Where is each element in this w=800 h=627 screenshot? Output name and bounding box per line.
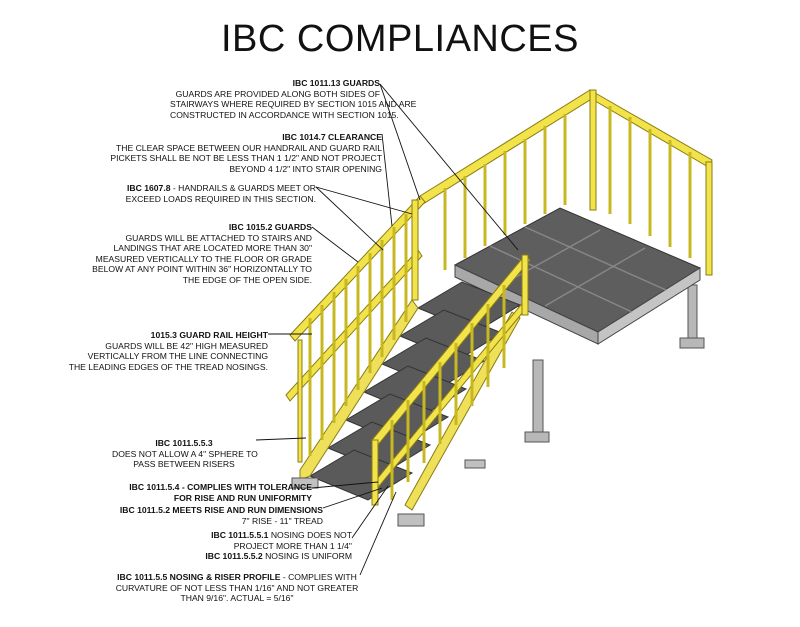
annotation-guards-1011-13: IBC 1011.13 GUARDS GUARDS ARE PROVIDED A…	[170, 78, 417, 120]
annotation-inline: - COMPLIES WITH	[280, 572, 357, 582]
annotation-heading: IBC 1011.5.5.3	[155, 438, 213, 448]
annotation-line: FOR RISE AND RUN UNIFORMITY	[173, 492, 312, 503]
annotation-line: GUARDS WILL BE ATTACHED TO STAIRS AND	[125, 232, 312, 243]
annotation-inline: - HANDRAILS & GUARDS MEET OR	[170, 183, 316, 193]
annotation-heading: IBC 1011.5.4 - COMPLIES WITH TOLERANCE	[129, 482, 312, 492]
annotation-line: LANDINGS THAT ARE LOCATED MORE THAN 30"	[113, 243, 312, 254]
annotation-line: GUARDS WILL BE 42" HIGH MEASURED	[105, 340, 268, 351]
platform-legs	[524, 284, 705, 443]
annotation-line: STAIRWAYS WHERE REQUIRED BY SECTION 1015…	[170, 99, 417, 110]
landing-grate	[453, 207, 702, 345]
annotation-line: THE CLEAR SPACE BETWEEN OUR HANDRAIL AND…	[116, 142, 382, 153]
annotation-guard-rail-height: 1015.3 GUARD RAIL HEIGHT GUARDS WILL BE …	[60, 330, 268, 372]
annotation-heading: IBC 1011.5.5.2	[205, 551, 263, 561]
annotation-heading: IBC 1011.5.5.1	[211, 530, 269, 540]
annotation-line: DOES NOT ALLOW A 4" SPHERE TO	[112, 448, 258, 459]
leader-lines	[255, 83, 519, 576]
annotation-line: GUARDS ARE PROVIDED ALONG BOTH SIDES OF	[175, 88, 380, 99]
annotation-inline: NOSING IS UNIFORM	[262, 551, 352, 561]
annotation-heading: IBC 1015.2 GUARDS	[228, 222, 312, 232]
annotation-line: THAN 9/16". ACTUAL = 5/16"	[180, 593, 294, 604]
annotation-line: THE LEADING EDGES OF THE TREAD NOSINGS.	[68, 361, 268, 372]
annotation-heading: IBC 1011.5.2 MEETS RISE AND RUN DIMENSIO…	[119, 505, 323, 515]
annotation-sphere-1011-5-5-3: IBC 1011.5.5.3 DOES NOT ALLOW A 4" SPHER…	[112, 438, 258, 470]
left-guard-pickets	[308, 214, 408, 456]
annotation-line: VERTICALLY FROM THE LINE CONNECTING	[87, 351, 268, 362]
landing-guard-pickets	[443, 106, 692, 270]
annotation-line: EXCEED LOADS REQUIRED IN THIS SECTION.	[125, 193, 316, 204]
annotation-line: BEYOND 4 1/2" INTO STAIR OPENING	[229, 163, 382, 174]
annotation-heading: IBC 1607.8	[127, 183, 171, 193]
annotation-line: CURVATURE OF NOT LESS THAN 1/16" AND NOT…	[115, 582, 359, 593]
annotation-loads-1607-8: IBC 1607.8 - HANDRAILS & GUARDS MEET OR …	[100, 183, 316, 204]
annotation-line: THE EDGE OF THE OPEN SIDE.	[182, 274, 312, 285]
annotation-heading: IBC 1011.13 GUARDS	[292, 78, 380, 88]
annotation-line: BELOW AT ANY POINT WITHIN 36" HORIZONTAL…	[92, 264, 312, 275]
annotation-line: 7" RISE - 11" TREAD	[241, 515, 323, 526]
annotation-inline: NOSING DOES NOT	[268, 530, 352, 540]
annotation-nosing-1011-5-5-1: IBC 1011.5.5.1 NOSING DOES NOT PROJECT M…	[150, 530, 352, 551]
annotation-heading: IBC 1011.5.5 NOSING & RISER PROFILE	[117, 572, 281, 582]
annotation-clearance-1014-7: IBC 1014.7 CLEARANCE THE CLEAR SPACE BET…	[100, 132, 382, 174]
annotation-heading: 1015.3 GUARD RAIL HEIGHT	[150, 330, 268, 340]
annotation-profile-1011-5-5: IBC 1011.5.5 NOSING & RISER PROFILE - CO…	[112, 572, 362, 604]
annotation-line: PICKETS SHALL BE NOT BE LESS THAN 1 1/2"…	[110, 153, 382, 164]
annotation-tolerance-1011-5-4: IBC 1011.5.4 - COMPLIES WITH TOLERANCE F…	[100, 482, 312, 503]
annotation-rise-run-1011-5-2: IBC 1011.5.2 MEETS RISE AND RUN DIMENSIO…	[90, 505, 323, 526]
diagram-title: IBC COMPLIANCES	[220, 18, 580, 60]
annotation-heading: IBC 1014.7 CLEARANCE	[282, 132, 382, 142]
base-plates	[291, 459, 486, 527]
annotation-nosing-1011-5-5-2: IBC 1011.5.5.2 NOSING IS UNIFORM	[150, 551, 352, 562]
annotation-line: PASS BETWEEN RISERS	[133, 459, 235, 470]
annotation-line: MEASURED VERTICALLY TO THE FLOOR OR GRAD…	[95, 253, 312, 264]
annotation-line: PROJECT MORE THAN 1 1/4"	[233, 540, 352, 551]
annotation-line: CONSTRUCTED IN ACCORDANCE WITH SECTION 1…	[170, 109, 399, 120]
annotation-guards-1015-2: IBC 1015.2 GUARDS GUARDS WILL BE ATTACHE…	[60, 222, 312, 286]
right-guard-pickets	[390, 285, 506, 500]
